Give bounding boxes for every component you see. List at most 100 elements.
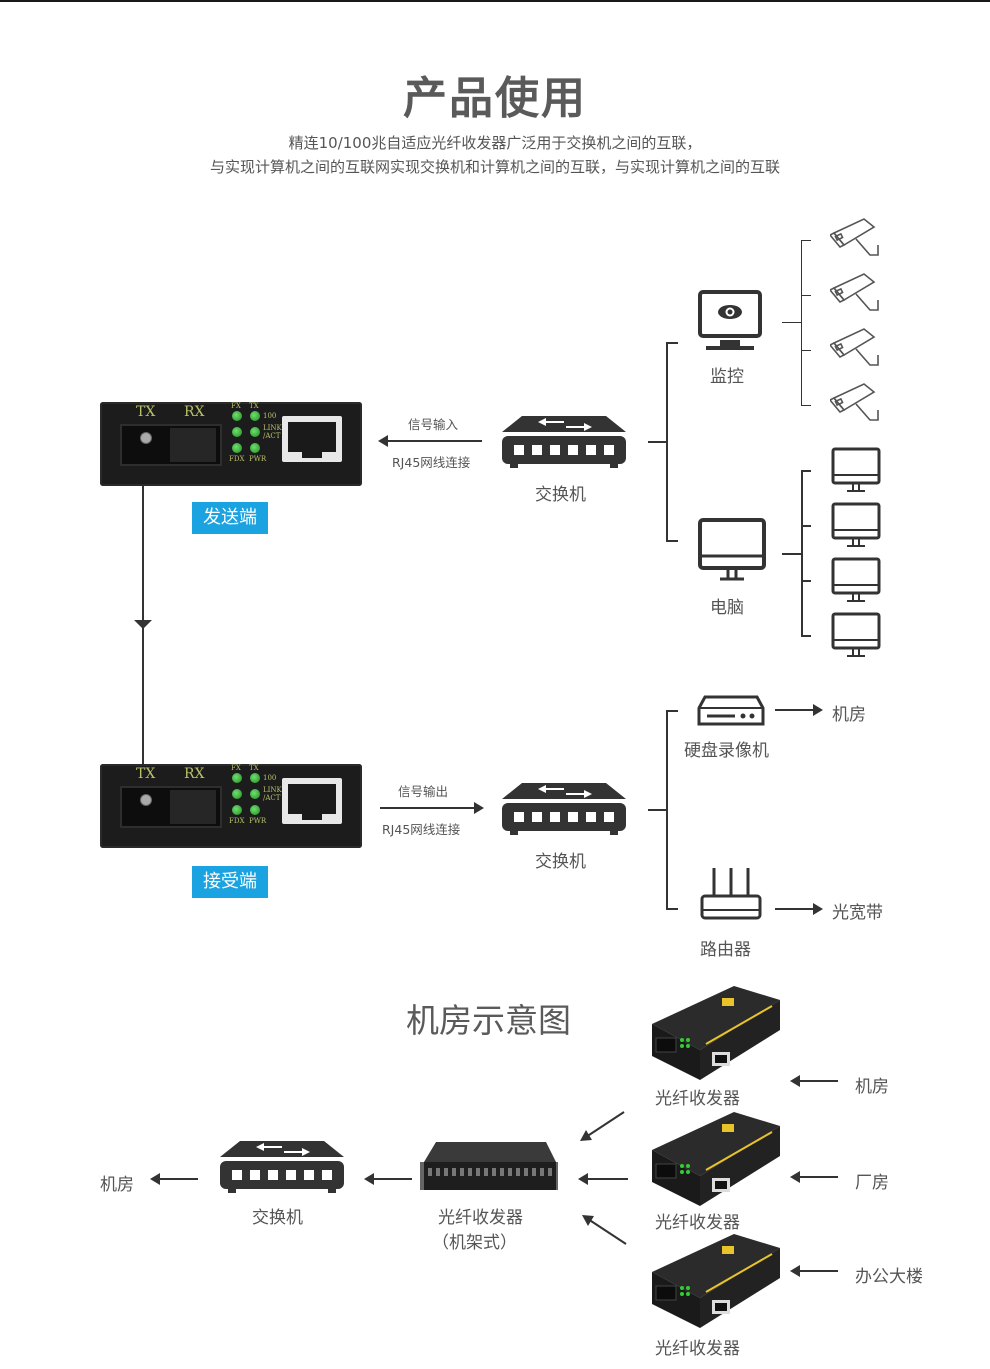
router-destination: 光宽带	[832, 903, 883, 923]
switch-label: 交换机	[535, 852, 586, 872]
fiber-port	[120, 786, 222, 828]
led-label-tx: TX	[249, 402, 259, 410]
cable-label: RJ45网线连接	[392, 455, 471, 470]
arrow-left-icon	[578, 1173, 628, 1185]
screw-icon	[140, 432, 152, 444]
led-label-fdx: FDX	[229, 455, 245, 463]
unit-source-1: 机房	[855, 1077, 889, 1097]
arrow-right-icon	[775, 704, 823, 716]
pc-icon	[831, 502, 881, 547]
arrow-right-icon	[380, 802, 484, 814]
led-label-fdx: FDX	[229, 817, 245, 825]
led-icon	[250, 427, 260, 437]
led-label-act: /ACT	[263, 794, 281, 802]
dvr-destination: 机房	[832, 705, 866, 725]
led-label-fx: FX	[231, 402, 241, 410]
led-icon	[250, 805, 260, 815]
tx-port-label: TX	[136, 404, 156, 420]
router-label: 路由器	[700, 940, 751, 960]
branch-bracket	[666, 710, 668, 910]
unit-label-2: 光纤收发器	[655, 1213, 740, 1233]
led-icon	[232, 443, 242, 453]
led-label-pwr: PWR	[249, 817, 267, 825]
left-destination: 机房	[100, 1175, 134, 1195]
led-icon	[232, 427, 242, 437]
receiver-transceiver-panel: TX RX FX TX 100 LINK /ACT FDX PWR	[100, 764, 362, 848]
arrow-left-icon	[790, 1265, 838, 1277]
pc-icon	[831, 612, 881, 657]
router-icon	[700, 868, 762, 920]
camera-icon	[830, 218, 879, 256]
dvr-label: 硬盘录像机	[684, 741, 769, 761]
fiber-port	[120, 424, 222, 466]
sender-transceiver-panel: TX RX FX TX 100 LINK /ACT FDX PWR	[100, 402, 362, 486]
monitor-label: 监控	[710, 367, 744, 387]
pc-icon	[831, 557, 881, 602]
camera-icon	[830, 383, 879, 421]
led-label-tx: TX	[249, 764, 259, 772]
unit-source-3: 办公大楼	[855, 1267, 923, 1287]
camera-icon	[830, 273, 879, 311]
rack-label-line2: （机架式）	[432, 1233, 517, 1253]
unit-label-3: 光纤收发器	[655, 1339, 740, 1359]
led-icon	[232, 411, 242, 421]
rj45-port	[282, 778, 342, 824]
led-label-pwr: PWR	[249, 455, 267, 463]
computer-label: 电脑	[710, 598, 744, 618]
surveillance-monitor-icon	[698, 290, 762, 350]
led-icon	[250, 411, 260, 421]
rj45-port	[282, 416, 342, 462]
cable-label: RJ45网线连接	[382, 822, 461, 837]
unit-label-1: 光纤收发器	[655, 1089, 740, 1109]
sender-tag: 发送端	[192, 502, 268, 534]
pc-icon	[831, 447, 881, 492]
unit-source-2: 厂房	[855, 1173, 889, 1193]
rack-transceiver-image	[420, 1142, 558, 1190]
signal-input-label: 信号输入	[408, 417, 459, 432]
room-switch-label: 交换机	[252, 1208, 303, 1228]
arrow-left-icon	[790, 1171, 838, 1183]
led-label-act: /ACT	[263, 432, 281, 440]
led-icon	[232, 805, 242, 815]
led-icon	[232, 773, 242, 783]
dvr-icon	[697, 695, 765, 726]
arrow-up-left-icon	[582, 1215, 627, 1245]
signal-output-label: 信号输出	[398, 784, 449, 799]
switch-icon	[502, 783, 626, 835]
led-label-link: LINK	[263, 786, 282, 794]
led-label-link: LINK	[263, 424, 282, 432]
transceiver-product-image	[652, 986, 780, 1080]
rx-port-label: RX	[184, 766, 205, 782]
room-diagram-title: 机房示意图	[406, 1001, 571, 1040]
arrow-left-icon	[378, 435, 482, 447]
led-icon	[232, 789, 242, 799]
computer-icon	[698, 518, 766, 581]
arrow-left-icon	[150, 1173, 198, 1185]
subtitle-line-2: 与实现计算机之间的互联网实现交换机和计算机之间的互联，与实现计算机之间的互联	[209, 158, 780, 176]
arrow-down-icon	[134, 620, 152, 629]
switch-label: 交换机	[535, 485, 586, 505]
switch-icon	[502, 416, 626, 468]
transceiver-product-image	[652, 1234, 780, 1328]
camera-icon	[830, 328, 879, 366]
page-title: 产品使用	[403, 73, 587, 124]
arrow-right-icon	[775, 903, 823, 915]
led-icon	[250, 773, 260, 783]
led-label-100: 100	[263, 412, 277, 420]
top-border	[0, 0, 990, 2]
rack-label-line1: 光纤收发器	[438, 1208, 523, 1228]
led-label-100: 100	[263, 774, 277, 782]
arrow-left-icon	[364, 1173, 412, 1185]
branch-bracket	[666, 342, 668, 542]
arrow-left-icon	[790, 1075, 838, 1087]
subtitle-line-1: 精连10/100兆自适应光纤收发器广泛用于交换机之间的互联，	[288, 134, 702, 152]
tx-port-label: TX	[136, 766, 156, 782]
transceiver-product-image	[652, 1112, 780, 1206]
rx-port-label: RX	[184, 404, 205, 420]
led-label-fx: FX	[231, 764, 241, 772]
led-icon	[250, 789, 260, 799]
screw-icon	[140, 794, 152, 806]
receiver-tag: 接受端	[192, 866, 268, 898]
arrow-down-left-icon	[580, 1111, 625, 1141]
led-icon	[250, 443, 260, 453]
